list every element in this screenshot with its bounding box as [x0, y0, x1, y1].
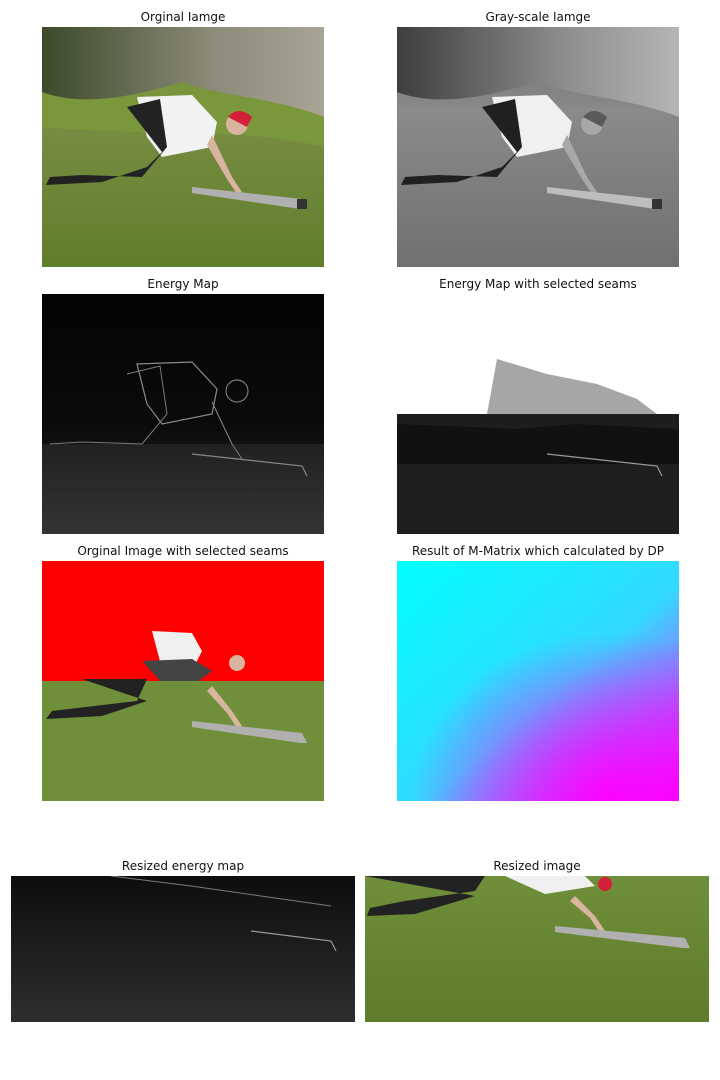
- panel-title-original: Orginal Iamge: [140, 10, 226, 24]
- panel-title-resized-energy: Resized energy map: [121, 859, 245, 873]
- panel-title-energy-seams: Energy Map with selected seams: [439, 277, 637, 291]
- energy-map-image: [42, 294, 324, 534]
- resized-energy-map: [11, 876, 355, 1022]
- original-with-seams: [42, 561, 324, 801]
- original-seams-image: [42, 561, 324, 801]
- resized-photo: [365, 876, 709, 1022]
- resized-energy-image: [11, 876, 355, 1022]
- grayscale-image: [397, 27, 679, 267]
- energy-map: [42, 294, 324, 534]
- energy-map-seams-image: [397, 294, 679, 534]
- m-matrix-image: [397, 561, 679, 801]
- panel-title-grayscale: Gray-scale Iamge: [485, 10, 591, 24]
- panel-title-original-seams: Orginal Image with selected seams: [77, 544, 289, 558]
- original-image: [42, 27, 324, 267]
- panel-title-resized-image: Resized image: [493, 859, 581, 873]
- m-matrix-heatmap: [397, 561, 679, 801]
- golfer-photo: [42, 27, 324, 267]
- energy-map-with-seams: [397, 294, 679, 534]
- panel-title-m-matrix: Result of M-Matrix which calculated by D…: [411, 544, 665, 558]
- panel-title-energy-map: Energy Map: [147, 277, 219, 291]
- resized-image: [365, 876, 709, 1022]
- golfer-photo-gray: [397, 27, 679, 267]
